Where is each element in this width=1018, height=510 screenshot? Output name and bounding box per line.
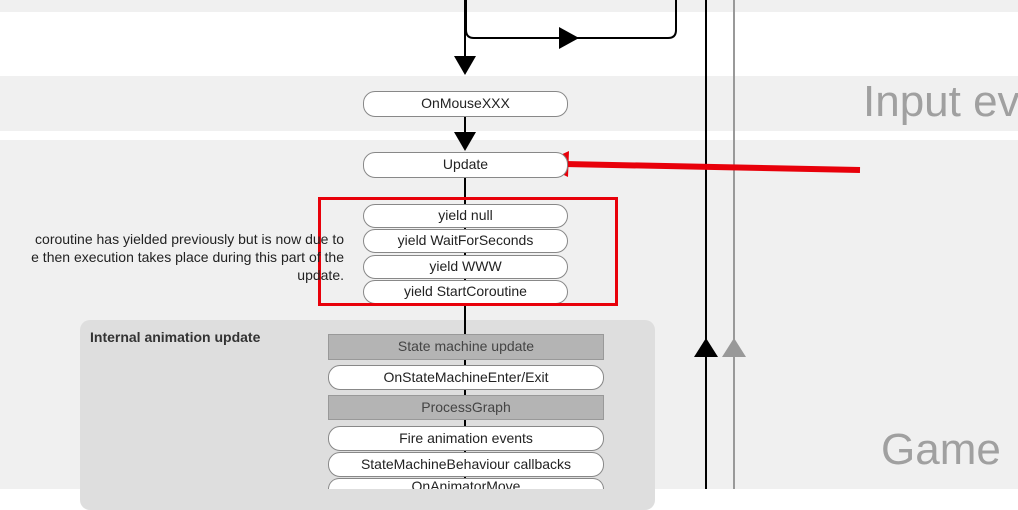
animation-update-title: Internal animation update — [90, 329, 261, 345]
node-on-mouse-xxx: OnMouseXXX — [363, 91, 568, 117]
description-line: update. — [297, 267, 344, 283]
input-events-label: Input ev — [863, 77, 1018, 126]
node-state-machine-update: State machine update — [328, 334, 604, 360]
node-on-animator-move: OnAnimatorMove — [328, 478, 604, 489]
coroutine-description: coroutine has yielded previously but is … — [0, 230, 344, 284]
node-process-graph: ProcessGraph — [328, 395, 604, 420]
flow-connectors — [454, 0, 861, 489]
node-yield-start-coroutine: yield StartCoroutine — [363, 280, 568, 304]
top-band — [0, 0, 1018, 12]
description-line: coroutine has yielded previously but is … — [35, 231, 344, 247]
node-yield-www: yield WWW — [363, 255, 568, 279]
node-update: Update — [363, 152, 568, 178]
yield-highlight-box — [318, 197, 618, 306]
game-logic-label: Game — [881, 425, 1001, 474]
description-line: e then execution takes place during this… — [31, 249, 344, 265]
node-on-state-machine-enter-exit: OnStateMachineEnter/Exit — [328, 365, 604, 390]
node-yield-null: yield null — [363, 204, 568, 228]
node-yield-wait-for-seconds: yield WaitForSeconds — [363, 229, 568, 253]
node-fire-animation-events: Fire animation events — [328, 426, 604, 451]
node-state-machine-behaviour-callbacks: StateMachineBehaviour callbacks — [328, 452, 604, 477]
